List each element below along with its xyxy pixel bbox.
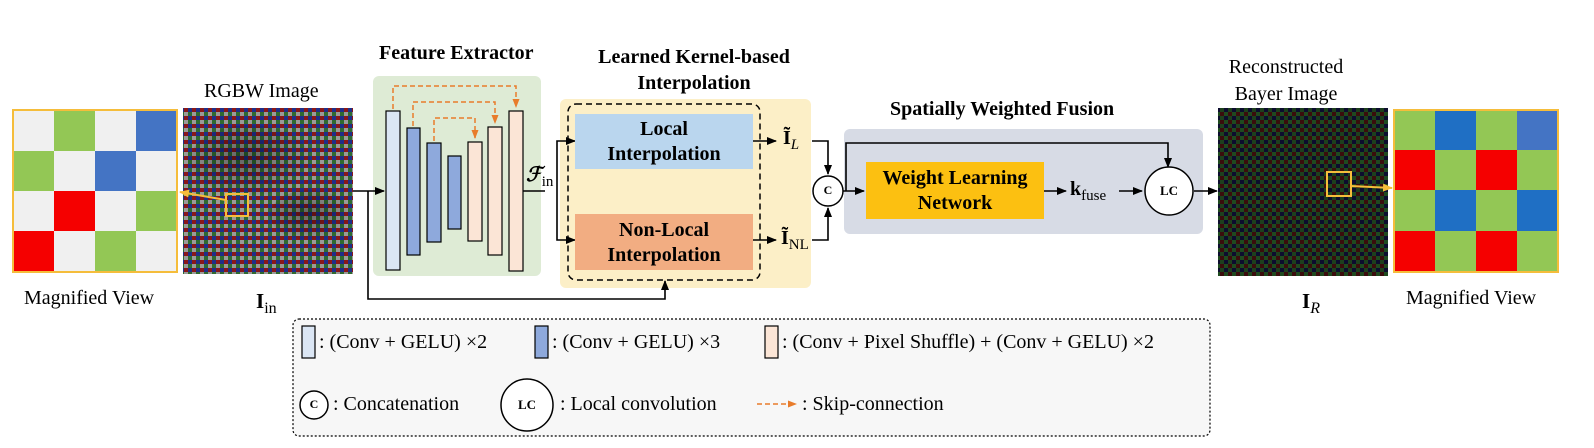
legend-swatch-conv-gelu-3 — [534, 325, 549, 359]
legend-swatch-conv-gelu-2 — [301, 325, 316, 359]
flow-arrows — [353, 137, 1218, 300]
kfuse-symbol: kfuse — [1070, 178, 1107, 204]
fusion-title: Spatially Weighted Fusion — [890, 98, 1115, 120]
non-local-interpolation-box — [575, 214, 753, 270]
il-symbol: ĨL — [783, 127, 800, 153]
magnified-view-left-label: Magnified View — [24, 287, 155, 309]
legend-lc-symbol: LC — [517, 397, 537, 412]
legend-lc-circle — [500, 378, 554, 432]
concat-label: C — [823, 183, 833, 197]
layer-pixel-shuffle — [487, 126, 503, 256]
legend-skip: : Skip-connection — [802, 393, 944, 415]
lc-label: LC — [1159, 183, 1179, 198]
input-symbol: Iin — [256, 289, 277, 318]
legend-concatenation: : Concatenation — [333, 393, 460, 415]
legend-local-conv: : Local convolution — [560, 393, 717, 415]
weight-learning-label: Weight Learning Network — [882, 167, 1028, 214]
legend-concat-circle — [299, 390, 329, 420]
legend-concat-symbol: C — [309, 397, 319, 411]
local-interpolation-box — [575, 114, 753, 169]
layer-conv-gelu-3 — [447, 155, 462, 230]
rgbw-image — [179, 108, 353, 274]
legend-pixel-shuffle: : (Conv + Pixel Shuffle) + (Conv + GELU)… — [782, 331, 1154, 353]
layer-pixel-shuffle — [467, 141, 483, 242]
rgbw-image-label: RGBW Image — [204, 80, 319, 102]
magnified-view-right-label: Magnified View — [1406, 287, 1537, 309]
feature-extractor-title: Feature Extractor — [379, 42, 534, 64]
skip-connections — [392, 85, 520, 141]
inl-symbol: ĨNL — [781, 227, 809, 253]
local-conv-circle — [1144, 166, 1194, 216]
non-local-interpolation-label: Non-Local Interpolation — [607, 219, 721, 266]
layer-conv-gelu-3 — [406, 127, 421, 256]
layer-conv-gelu-2 — [385, 110, 401, 271]
layer-pixel-shuffle — [508, 110, 524, 272]
concat-circle — [812, 175, 844, 207]
layer-conv-gelu-3 — [426, 142, 442, 243]
interpolation-title: Learned Kernel-based Interpolation — [598, 46, 790, 94]
magnified-view-left — [12, 109, 178, 273]
weight-learning-box — [866, 162, 1044, 219]
reconstructed-label: Reconstructed Bayer Image — [1228, 56, 1344, 105]
output-symbol: IR — [1302, 289, 1320, 318]
local-interpolation-label: Local Interpolation — [607, 118, 721, 165]
feature-extractor-layers — [385, 110, 524, 272]
bayer-image — [1218, 108, 1393, 276]
magnified-view-right — [1393, 109, 1559, 273]
feature-symbol: ℱin — [526, 164, 554, 190]
legend-swatch-pixel-shuffle — [764, 325, 779, 359]
legend-conv-gelu-2: : (Conv + GELU) ×2 — [319, 331, 488, 353]
legend-conv-gelu-3: : (Conv + GELU) ×3 — [552, 331, 721, 353]
